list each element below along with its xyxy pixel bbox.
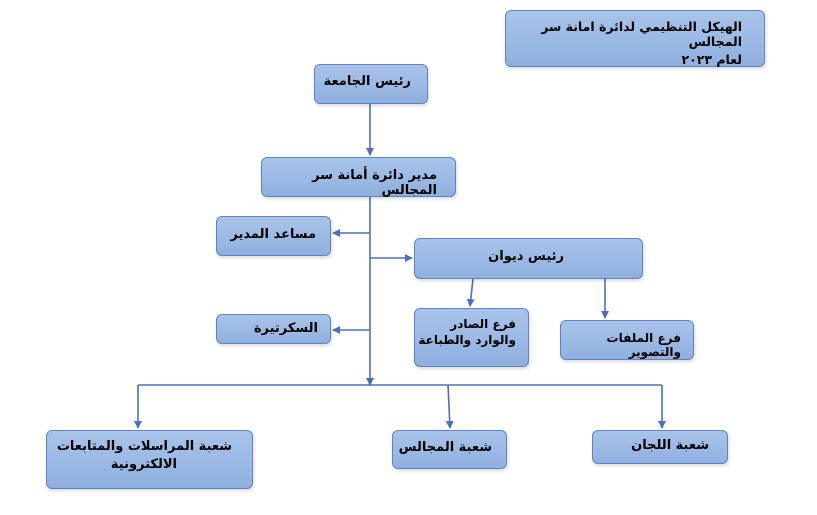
node-branch-incoming-line-2: والوارد والطباعة	[418, 333, 516, 347]
node-university-president: رئيس الجامعة	[314, 64, 428, 104]
node-director: مدير دائرة أمانة سر المجالس	[261, 157, 456, 198]
node-division-councils: شعبة المجالس	[392, 430, 507, 469]
node-branch-incoming-line-1: فرع الصادر	[450, 317, 516, 331]
node-division-correspondence-line-1: شعبة المراسلات والمتابعات	[56, 439, 232, 454]
node-division-correspondence: شعبة المراسلات والمتابعات الالكترونية	[46, 430, 253, 489]
node-division-councils-label: شعبة المجالس	[398, 440, 492, 455]
node-division-committees: شعبة اللجان	[592, 430, 728, 464]
node-diwan-head-label: رئيس ديوان	[488, 249, 564, 264]
node-secretary-label: السكرتيرة	[253, 321, 318, 336]
connector-diwan-incoming	[466, 278, 475, 307]
node-secretary: السكرتيرة	[216, 314, 331, 344]
node-university-president-label: رئيس الجامعة	[323, 74, 411, 89]
node-branch-files-imaging: فرع الملفات والتصوير	[560, 320, 694, 360]
title-line-2: لعام ٢٠٢٣	[681, 52, 743, 67]
node-assistant-director: مساعد المدير	[216, 216, 331, 256]
node-director-label: مدير دائرة أمانة سر المجالس	[312, 168, 437, 198]
title-line-1: الهيكل التنظيمي لدائرة امانة سر المجالس	[541, 19, 742, 49]
node-branch-files-label: فرع الملفات والتصوير	[606, 331, 681, 359]
org-chart-title-box: الهيكل التنظيمي لدائرة امانة سر المجالس …	[505, 10, 765, 67]
connector-councils	[445, 384, 454, 429]
node-diwan-head: رئيس ديوان	[414, 238, 643, 279]
node-branch-incoming-outgoing: فرع الصادر والوارد والطباعة	[414, 308, 529, 367]
node-division-correspondence-line-2: الالكترونية	[110, 457, 177, 472]
node-assistant-director-label: مساعد المدير	[230, 227, 316, 242]
node-division-committees-label: شعبة اللجان	[631, 438, 709, 453]
